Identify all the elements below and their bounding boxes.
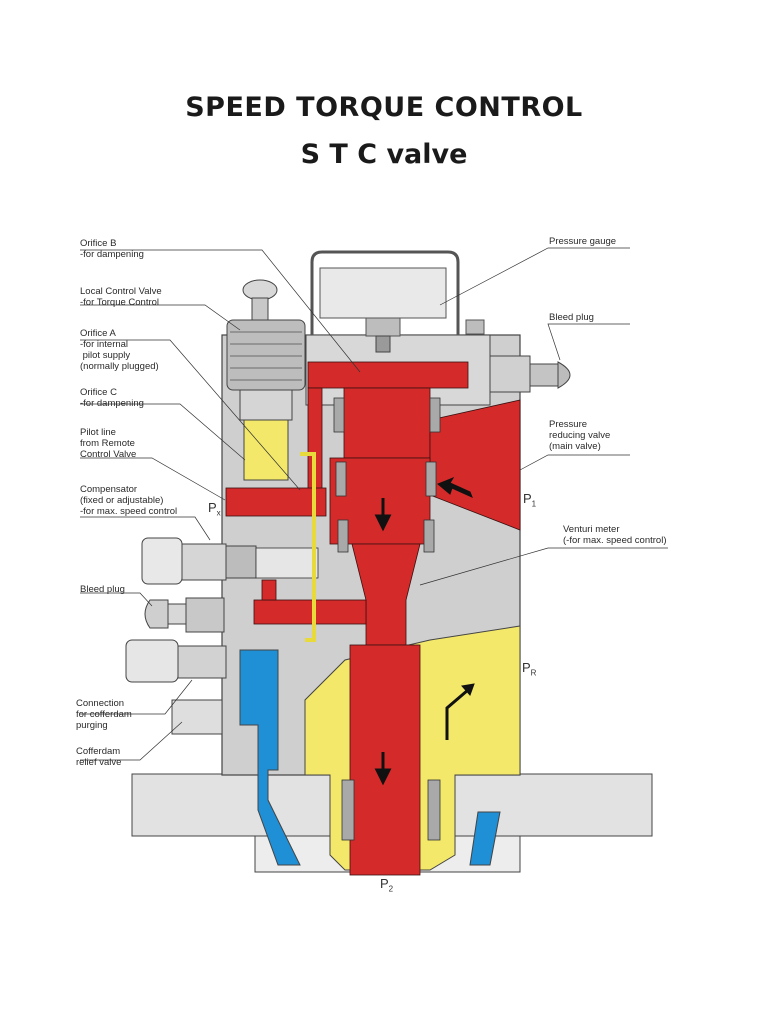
- label-cofferdam-relief: Cofferdam relief valve: [76, 746, 122, 768]
- label-venturi-meter: Venturi meter (-for max. speed control): [563, 524, 667, 546]
- port-pr: PR: [522, 660, 537, 678]
- diagram-title: SPEED TORQUE CONTROL: [185, 92, 583, 123]
- arrow-return: [445, 688, 469, 740]
- compensator-shape: [141, 537, 257, 585]
- port-p2: P2: [380, 876, 394, 894]
- port-p1: P1: [523, 491, 537, 509]
- port-px: Px: [208, 500, 221, 518]
- label-compensator: Compensator (fixed or adjustable) -for m…: [80, 484, 178, 517]
- flow-arrows: [374, 476, 475, 786]
- label-orifice-a: Orifice A -for internal pilot supply (no…: [80, 328, 159, 372]
- spool-details: [255, 397, 441, 841]
- label-bleed-plug-left: Bleed plug: [80, 584, 125, 595]
- label-pilot-line: Pilot line from Remote Control Valve: [80, 427, 137, 460]
- cofferdam-channel-right: [469, 811, 501, 866]
- label-orifice-c: Orifice C -for dampening: [80, 387, 144, 409]
- pilot-line: [300, 452, 316, 642]
- cofferdam-channel: [239, 649, 301, 866]
- cofferdam-connection-shape: [125, 639, 227, 683]
- label-local-control-valve: Local Control Valve -for Torque Control: [80, 286, 162, 308]
- leader-lines: [80, 247, 668, 761]
- cofferdam-relief-shape: [171, 699, 223, 735]
- arrow-down-upper: [374, 498, 392, 532]
- diagram-subtitle: S T C valve: [300, 139, 468, 170]
- label-bleed-plug-right: Bleed plug: [549, 312, 594, 323]
- pressure-gauge-shape: [310, 250, 485, 353]
- arrow-down-lower: [374, 752, 392, 786]
- bleed-plug-right-shape: [489, 355, 571, 393]
- local-control-knob: [226, 279, 306, 481]
- arrow-inlet: [437, 476, 473, 498]
- supply-flow-region: [225, 361, 521, 876]
- label-cofferdam-connection: Connection for cofferdam purging: [76, 698, 132, 731]
- label-orifice-b: Orifice B -for dampening: [80, 238, 144, 260]
- bleed-plug-left-shape: [144, 597, 225, 633]
- label-pressure-reducing-valve: Pressure reducing valve (main valve): [549, 419, 611, 452]
- label-pressure-gauge: Pressure gauge: [549, 236, 617, 247]
